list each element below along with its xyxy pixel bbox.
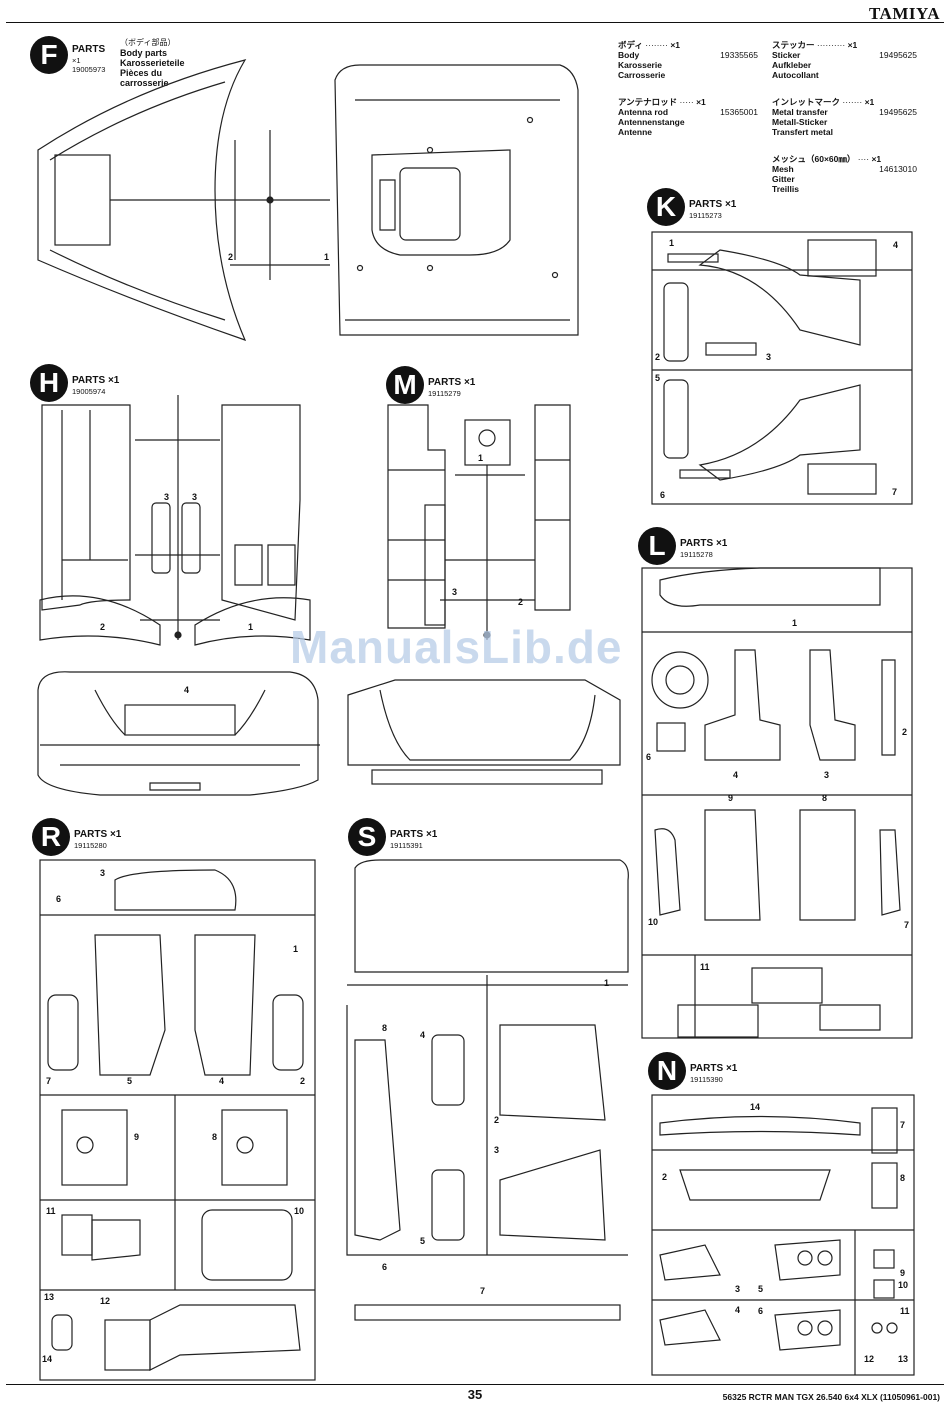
h-label-2: 2 (100, 622, 106, 632)
n-label-4: 4 (735, 1305, 741, 1315)
n-label-11: 11 (900, 1306, 910, 1316)
l-label-10: 10 (648, 917, 659, 927)
h-label-3a: 3 (164, 492, 170, 502)
parts-r-header: PARTS ×1 19115280 (74, 829, 122, 850)
l-label-9: 9 (728, 793, 734, 803)
f-label-1: 1 (324, 252, 330, 262)
s-label-4: 4 (420, 1030, 426, 1040)
parts-r-badge: R (32, 818, 70, 856)
s-label-6: 6 (382, 1262, 388, 1272)
n-label-12: 12 (864, 1354, 875, 1364)
m-label-2: 2 (518, 597, 524, 607)
parts-h-drawing (37, 395, 320, 796)
k-label-2: 2 (655, 352, 661, 362)
l-label-6: 6 (646, 752, 652, 762)
parts-l-header: PARTS ×1 19115278 (680, 538, 728, 559)
l-label-8: 8 (822, 793, 828, 803)
m-label-1: 1 (478, 453, 484, 463)
r-label-5: 5 (127, 1076, 133, 1086)
r-label-8: 8 (212, 1132, 218, 1142)
model-code: 56325 RCTR MAN TGX 26.540 6x4 XLX (11050… (722, 1392, 940, 1402)
parts-k-drawing (651, 231, 913, 505)
n-label-5: 5 (758, 1284, 764, 1294)
parts-n-badge: N (648, 1052, 686, 1090)
n-label-6: 6 (758, 1306, 764, 1316)
parts-k-header: PARTS ×1 19115273 (689, 199, 737, 220)
parts-h-badge: H (30, 364, 68, 402)
r-label-7: 7 (46, 1076, 52, 1086)
parts-s-drawing (346, 859, 629, 1321)
l-label-11: 11 (700, 962, 710, 972)
h-label-4: 4 (184, 685, 190, 695)
n-label-2: 2 (662, 1172, 668, 1182)
s-label-7: 7 (480, 1286, 486, 1296)
parts-f-drawing (37, 59, 579, 342)
r-label-11: 11 (46, 1206, 56, 1216)
n-label-3: 3 (735, 1284, 741, 1294)
brand-logo: TAMIYA (868, 4, 940, 23)
parts-h-header: PARTS ×1 19005974 (72, 375, 120, 396)
r-label-1: 1 (293, 944, 299, 954)
k-label-1: 1 (669, 238, 675, 248)
m-label-3: 3 (452, 587, 458, 597)
parts-l-badge: L (638, 527, 676, 565)
n-label-14: 14 (750, 1102, 761, 1112)
n-label-10: 10 (898, 1280, 909, 1290)
l-label-2: 2 (902, 727, 908, 737)
s-label-8: 8 (382, 1023, 388, 1033)
k-label-5: 5 (655, 373, 661, 383)
page-number: 35 (467, 1387, 483, 1402)
f-label-2: 2 (228, 252, 234, 262)
k-label-3: 3 (766, 352, 772, 362)
h-label-1: 1 (248, 622, 254, 632)
s-label-3: 3 (494, 1145, 500, 1155)
parts-f-badge: F (30, 36, 68, 74)
r-label-10: 10 (294, 1206, 305, 1216)
header-rule (6, 22, 944, 23)
parts-s-badge: S (348, 818, 386, 856)
r-label-3: 3 (100, 868, 106, 878)
parts-k-badge: K (647, 188, 685, 226)
n-label-9: 9 (900, 1268, 906, 1278)
k-label-7: 7 (892, 487, 898, 497)
parts-n-drawing (651, 1094, 915, 1376)
r-label-6: 6 (56, 894, 62, 904)
s-label-5: 5 (420, 1236, 426, 1246)
s-label-2: 2 (494, 1115, 500, 1125)
n-label-13: 13 (898, 1354, 909, 1364)
k-label-6: 6 (660, 490, 666, 500)
r-label-12: 12 (100, 1296, 111, 1306)
watermark: ManualsLib.de (290, 621, 623, 673)
k-label-4: 4 (893, 240, 899, 250)
l-label-4: 4 (733, 770, 739, 780)
s-label-1: 1 (604, 978, 610, 988)
r-label-2: 2 (300, 1076, 306, 1086)
l-label-1: 1 (792, 618, 798, 628)
r-label-13: 13 (44, 1292, 55, 1302)
footer-rule (6, 1384, 944, 1385)
parts-l-drawing (641, 567, 913, 1039)
parts-m-header: PARTS ×1 19115279 (428, 377, 476, 398)
n-label-7: 7 (900, 1120, 906, 1130)
l-label-3: 3 (824, 770, 830, 780)
parts-f-names: （ボディ部品） Body parts Karosserieteile Pièce… (120, 38, 185, 88)
parts-m-badge: M (386, 366, 424, 404)
parts-n-header: PARTS ×1 19115390 (690, 1063, 738, 1084)
h-label-3b: 3 (192, 492, 198, 502)
parts-s-header: PARTS ×1 19115391 (390, 829, 438, 850)
r-label-4: 4 (219, 1076, 225, 1086)
parts-m-drawing (347, 404, 621, 785)
l-label-7: 7 (904, 920, 910, 930)
n-label-8: 8 (900, 1173, 906, 1183)
r-label-9: 9 (134, 1132, 140, 1142)
parts-f-header: PARTS ×1 19005973 (72, 44, 106, 74)
parts-r-drawing (39, 859, 316, 1381)
r-label-14: 14 (42, 1354, 53, 1364)
